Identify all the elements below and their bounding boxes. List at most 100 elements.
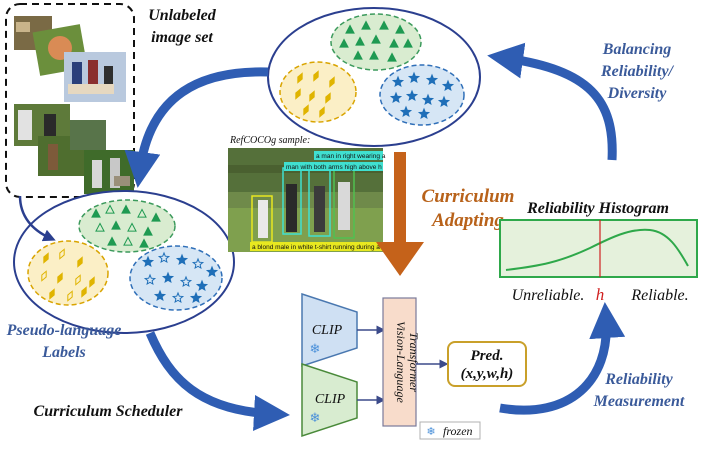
reliability-measurement-line2: Measurement	[593, 393, 685, 410]
star-icon	[425, 73, 439, 86]
clip-encoder-bottom	[301, 362, 358, 438]
triangle-icon	[137, 208, 147, 218]
cycle-arrows	[18, 42, 626, 431]
caption-top-1: a man in right wearing a	[316, 153, 386, 160]
triangle-icon	[345, 24, 355, 34]
triangle-icon	[395, 24, 405, 34]
vlt-label-line2: Transformer	[407, 332, 421, 392]
star-icon	[405, 89, 419, 102]
triangle-icon	[339, 38, 349, 48]
prediction-box	[447, 341, 527, 387]
diamond-icon	[41, 270, 47, 282]
frozen-legend-label: frozen	[443, 424, 473, 438]
diamond-icon	[43, 252, 49, 264]
balancing-label-line2: Reliability/	[600, 63, 675, 80]
triangle-icon	[123, 236, 133, 246]
curriculum-adapting-line1: Curriculum	[422, 186, 515, 207]
triangle-icon	[127, 222, 137, 232]
histogram-title: Reliability Histogram	[526, 200, 669, 217]
arrow-top-to-left	[124, 67, 269, 188]
pseudo-diamond-markers	[41, 248, 95, 302]
star-icon	[143, 273, 157, 286]
refcocog-sample-title: RefCOCOg sample:	[229, 135, 310, 146]
snowflake-icon: ❄	[310, 411, 321, 426]
pseudo-green-cluster	[78, 199, 176, 253]
caption-bottom: a blond male in white t-shirt running du…	[252, 244, 387, 251]
clip-bottom-label: CLIP	[315, 392, 346, 407]
triangle-icon	[91, 208, 101, 218]
model-block: CLIP ❄ CLIP ❄ Vision-Language Transforme…	[301, 292, 527, 440]
diamond-icon	[75, 274, 81, 286]
star-icon	[179, 275, 193, 288]
curriculum-adapting-line2: Adapting	[431, 210, 504, 231]
triangle-icon	[107, 236, 117, 246]
star-icon	[399, 105, 413, 118]
refcocog-sample: RefCOCOg sample: a man in right wearing …	[228, 135, 387, 252]
pseudo-label-circle	[13, 190, 235, 334]
triangle-icon	[143, 226, 153, 236]
triangle-icon	[139, 238, 149, 248]
star-icon	[161, 271, 175, 284]
diamond-icon	[325, 92, 331, 104]
triangle-icon	[387, 52, 397, 62]
star-icon	[191, 257, 205, 270]
star-icon	[441, 79, 455, 92]
prediction-label-line1: Pred.	[471, 348, 504, 364]
star-icon	[195, 279, 209, 292]
pseudo-star-markers	[141, 251, 219, 304]
star-icon	[417, 107, 431, 120]
star-icon	[407, 71, 421, 84]
histogram-box	[499, 219, 698, 278]
star-icon	[421, 93, 435, 106]
diamond-icon	[303, 104, 309, 116]
prediction-label-line2: (x,y,w,h)	[461, 366, 514, 382]
curriculum-adapting-arrow	[376, 152, 424, 276]
diamond-icon	[59, 248, 65, 260]
curriculum-scheduler-label: Curriculum Scheduler	[34, 403, 184, 420]
triangle-icon	[95, 222, 105, 232]
diamond-icon	[49, 288, 55, 300]
diamond-icon	[89, 276, 95, 288]
star-icon	[141, 255, 155, 268]
triangle-icon	[355, 36, 365, 46]
star-icon	[157, 251, 171, 264]
histogram-curve	[505, 228, 689, 271]
top-diamond-markers	[295, 70, 335, 118]
balancing-label-line3: Diversity	[607, 85, 668, 102]
vision-language-transformer	[382, 297, 417, 427]
triangle-icon	[111, 220, 121, 230]
triangle-icon	[121, 204, 131, 214]
star-icon	[175, 253, 189, 266]
top-triangle-markers	[339, 20, 413, 62]
diamond-icon	[77, 256, 83, 268]
arrow-pseudo-to-clip	[145, 331, 290, 431]
vlt-label-line1: Vision-Language	[394, 321, 408, 403]
triangle-icon	[361, 20, 371, 30]
star-icon	[391, 75, 405, 88]
triangle-icon	[105, 204, 115, 214]
triangle-icon	[403, 38, 413, 48]
triangle-icon	[353, 50, 363, 60]
pseudo-label-line2: Labels	[41, 344, 86, 361]
triangle-icon	[379, 20, 389, 30]
diamond-icon	[313, 70, 319, 82]
top-star-markers	[389, 71, 455, 120]
frozen-legend	[419, 421, 481, 440]
balancing-label-line1: Balancing	[602, 41, 671, 58]
clip-top-label: CLIP	[312, 323, 343, 338]
star-icon	[189, 291, 203, 304]
caption-top-2: man with both arms high above h	[286, 164, 382, 171]
unlabeled-set-title-line1: Unlabeled	[148, 7, 217, 24]
pseudo-triangle-markers	[91, 204, 161, 248]
unlabeled-set-dashed-box	[5, 3, 135, 198]
diamond-icon	[319, 106, 325, 118]
pseudo-label-line1: Pseudo-language	[6, 322, 122, 339]
snowflake-icon: ❄	[426, 425, 435, 438]
diamond-icon	[295, 88, 301, 100]
snowflake-icon: ❄	[310, 342, 321, 357]
triangle-icon	[151, 212, 161, 222]
reliability-histogram: Reliability Histogram Unreliable. h Reli…	[499, 200, 698, 304]
arrow-images-to-pseudo	[18, 195, 56, 242]
star-icon	[171, 291, 185, 304]
